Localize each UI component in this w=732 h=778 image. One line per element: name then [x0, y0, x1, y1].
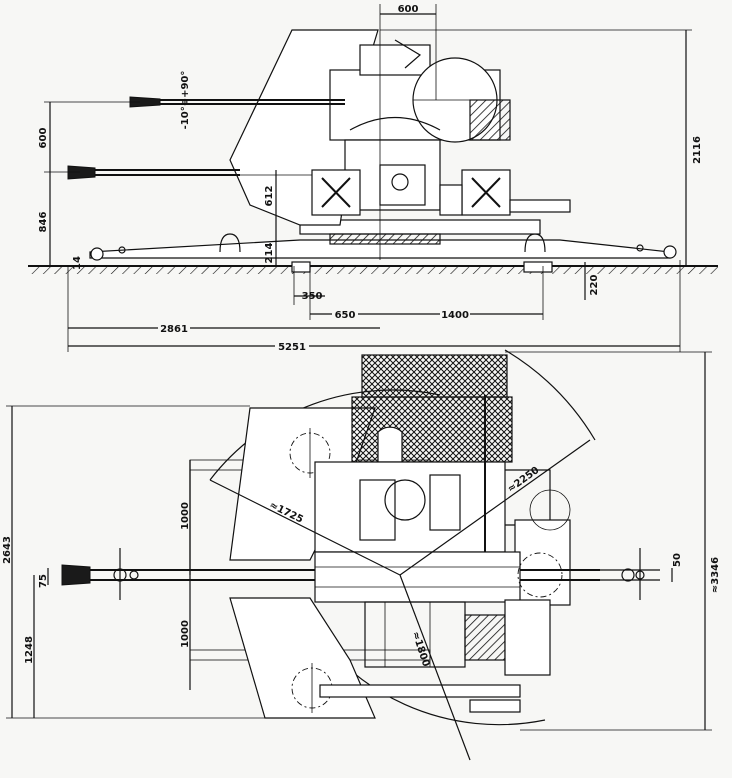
dim-tow-offset: 50 — [672, 553, 683, 567]
dim-upper-height: 600 — [38, 128, 49, 149]
dim-center-b: 1400 — [441, 310, 469, 321]
rear-carriage — [314, 551, 521, 603]
dim-elevation: -10°÷+90° — [180, 71, 191, 130]
lower-barrel — [67, 165, 240, 180]
dim-barrel-spacing: 75 — [38, 574, 49, 588]
ammo-rack-bottom — [351, 396, 513, 463]
jack-front — [219, 233, 241, 253]
dim-total-height: 2116 — [692, 136, 703, 164]
dim-center-a: 650 — [335, 310, 356, 321]
dim-total-width: 2643 — [2, 536, 13, 564]
ground-line — [28, 266, 718, 274]
dim-radius-b: ≈2250 — [506, 465, 542, 495]
dim-platform-height: 214 — [264, 243, 275, 264]
dim-lower-span: 1000 — [180, 620, 191, 648]
dim-half-width-left: 1248 — [24, 636, 35, 664]
dim-shield-height: 612 — [264, 186, 275, 207]
dim-base-offset: 350 — [302, 291, 323, 302]
dim-overall-depth: ≈3346 — [710, 557, 721, 593]
dim-top-width: 600 — [398, 4, 419, 15]
side-view: 600 -10°÷+90° 600 846 14 612 214 2116 22… — [28, 4, 718, 353]
dim-front-length: 2861 — [160, 324, 188, 335]
dim-ground-clearance: 14 — [72, 256, 83, 270]
ammo-rack-top — [361, 354, 508, 398]
top-view: 2643 1248 75 1000 1000 ≈1725 ≈2250 ≈1800… — [2, 349, 721, 761]
upper-barrel — [129, 96, 345, 108]
dim-total-length: 5251 — [278, 342, 306, 353]
dim-lower-height: 846 — [38, 212, 49, 233]
dim-upper-span: 1000 — [180, 502, 191, 530]
dim-pad-depth: 220 — [589, 275, 600, 296]
mount-body — [314, 461, 506, 553]
shield-top-lower — [229, 597, 376, 719]
